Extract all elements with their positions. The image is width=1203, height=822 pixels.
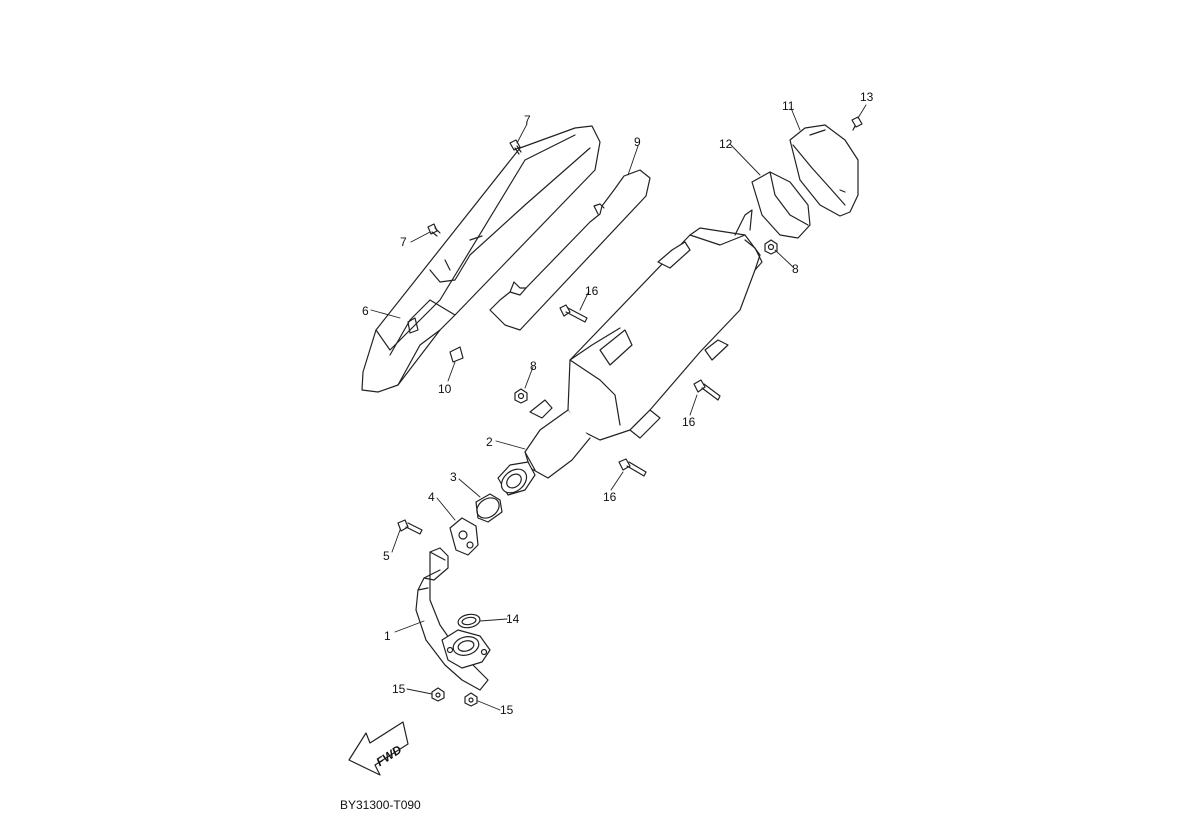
bolt-part — [693, 379, 721, 401]
callout-15b: 15 — [500, 703, 514, 717]
bolt-part — [397, 519, 423, 535]
callout-13: 13 — [860, 90, 874, 104]
callout-11: 11 — [782, 99, 795, 113]
clip-part — [449, 346, 464, 363]
heat-protector-inner-part — [489, 169, 651, 331]
callout-1: 1 — [384, 629, 391, 643]
bolt-part — [559, 304, 588, 323]
callout-15a: 15 — [392, 682, 406, 696]
leader-lines — [370, 104, 867, 711]
tail-cover-part — [789, 124, 859, 217]
callout-9: 9 — [634, 135, 641, 149]
diagram-code: BY31300-T090 — [340, 798, 421, 812]
nut-part — [464, 692, 478, 707]
callout-6: 6 — [362, 304, 369, 318]
nut-part — [514, 388, 528, 404]
nut-part — [764, 239, 778, 255]
gasket-part — [475, 493, 503, 523]
bolt-part — [427, 223, 441, 237]
callout-8a: 8 — [792, 262, 799, 276]
muffler-assembly-part — [497, 209, 763, 496]
callout-2: 2 — [486, 435, 493, 449]
callout-4: 4 — [428, 490, 435, 504]
screw-part — [851, 116, 863, 131]
callout-7a: 7 — [524, 113, 531, 127]
callout-14: 14 — [506, 612, 520, 626]
callout-7b: 7 — [400, 235, 407, 249]
callout-3: 3 — [450, 470, 457, 484]
bolt-part — [618, 458, 647, 477]
heat-protector-outer-part — [361, 125, 601, 393]
callout-8b: 8 — [530, 359, 537, 373]
bracket-part — [449, 517, 479, 556]
callout-10: 10 — [438, 382, 452, 396]
muffler-end-cover-part — [751, 171, 811, 239]
callout-12: 12 — [719, 137, 733, 151]
nut-part — [431, 687, 445, 702]
exhaust-pipe-part — [415, 547, 491, 691]
callout-labels: 1 2 3 4 5 6 7 7 8 8 9 10 11 12 13 14 15 … — [362, 90, 874, 717]
forward-direction-arrow — [348, 721, 409, 776]
bolt-part — [509, 139, 522, 155]
callout-16c: 16 — [603, 490, 617, 504]
callout-16b: 16 — [682, 415, 696, 429]
callout-5: 5 — [383, 549, 390, 563]
gasket-ring-part — [457, 613, 481, 629]
callout-16a: 16 — [585, 284, 599, 298]
